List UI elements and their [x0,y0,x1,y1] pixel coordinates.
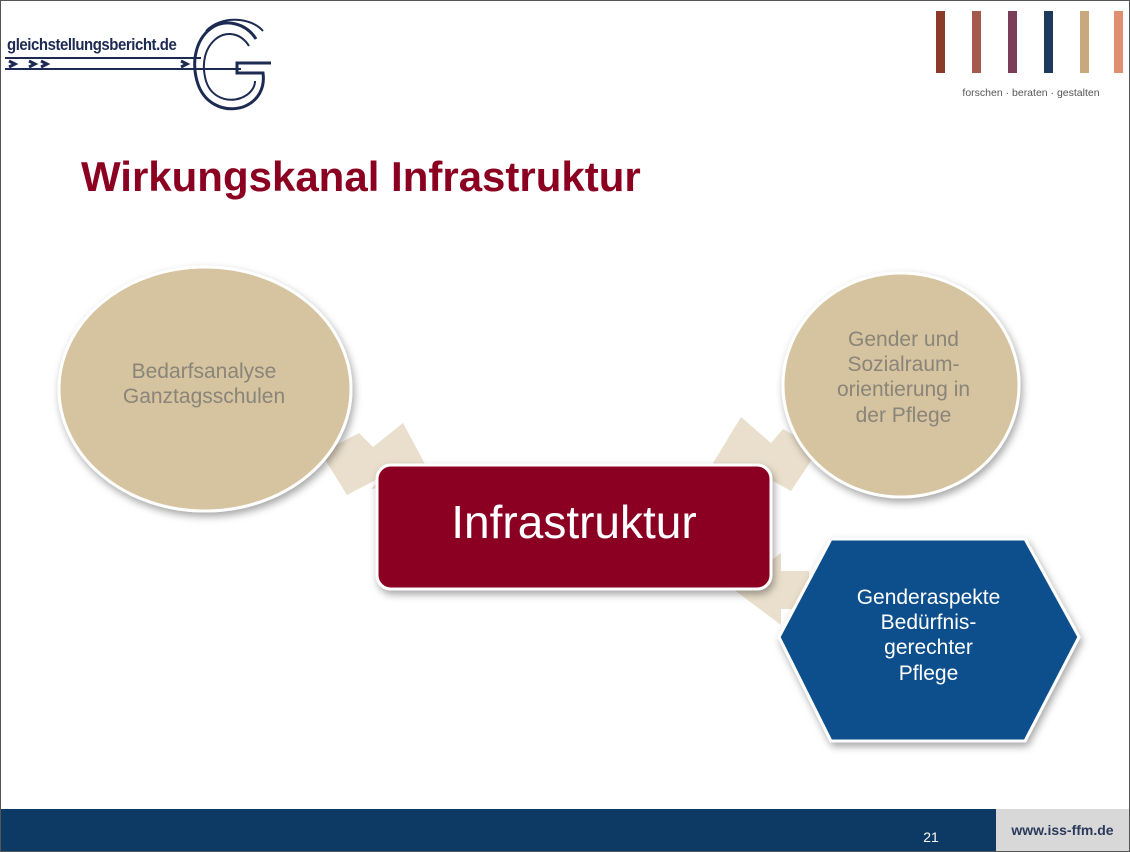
arrow-hex-to-center [733,553,809,625]
gleichstellungsbericht-logo: gleichstellungsbericht.de [1,1,286,121]
node-gender-label: Gender und Sozialraum- orientierung in d… [801,327,1006,428]
logo-bar [972,11,981,73]
iss-logo: forschen · beraten · gestalten [936,11,1126,121]
node-bedarf-line: Bedarfsanalyse [131,360,277,383]
node-bedarf-line: Ganztagsschulen [122,385,286,409]
logo-bar [1008,11,1017,73]
node-hex-shape [777,537,1081,743]
node-hex-line: Bedürfnis- [880,611,977,635]
node-gender-line: Sozialraum- [847,353,960,377]
node-hex-label: Genderaspekte Bedürfnis- gerechter Pfleg… [801,585,1056,686]
node-gender-line: der Pflege [855,403,952,427]
slide-title: Wirkungskanal Infrastruktur [81,153,641,200]
logo-bars-icon [936,11,1123,73]
logo-bar [1114,11,1123,73]
logo-tagline: forschen · beraten · gestalten [962,87,1100,99]
page-number: 21 [923,829,939,845]
node-bedarf-label: Bedarfsanalyse Ganztagsschulen [89,359,319,409]
logo-bar [1044,11,1053,73]
node-hex-line: Genderaspekte [856,586,1001,609]
logo-g-emblem-icon [5,18,271,111]
footer-bar [1,809,1129,851]
footer-url-box [996,809,1129,851]
footer-url[interactable]: www.iss-ffm.de [1011,822,1114,838]
logo-bar [936,11,945,73]
node-gender-circle [781,271,1021,499]
node-gender-line: Gender und [848,328,959,351]
logo-bar [1080,11,1089,73]
logo-text: gleichstellungsbericht.de [7,35,177,54]
node-hex-line: gerechter [884,636,973,660]
center-label: Infrastruktur [451,496,697,548]
node-hex-line: Pflege [898,661,959,685]
center-box [375,463,773,591]
node-bedarf-circle [57,265,353,513]
node-gender-line: orientierung in [836,378,971,402]
diagram [57,265,1081,743]
